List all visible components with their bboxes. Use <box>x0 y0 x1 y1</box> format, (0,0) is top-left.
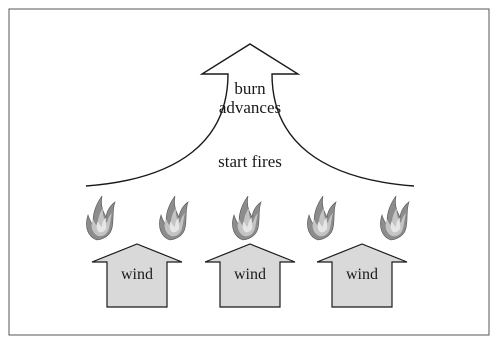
wind-arrow-3: wind <box>316 243 408 308</box>
flame-5 <box>379 195 410 241</box>
wind-label-2: wind <box>234 266 266 283</box>
flame-4 <box>306 195 337 241</box>
wind-arrow-1: wind <box>91 243 183 308</box>
diagram-frame <box>8 8 490 336</box>
flame-3 <box>231 195 262 241</box>
flame-2 <box>158 195 189 241</box>
wind-arrow-2: wind <box>204 243 296 308</box>
burn-label: burn <box>234 79 266 98</box>
flame-1 <box>85 195 116 241</box>
advances-label: advances <box>219 98 281 117</box>
start-fires-label: start fires <box>218 152 282 171</box>
wind-label-1: wind <box>121 266 153 283</box>
burn-advance-arrow <box>85 43 415 187</box>
wind-label-3: wind <box>346 266 378 283</box>
